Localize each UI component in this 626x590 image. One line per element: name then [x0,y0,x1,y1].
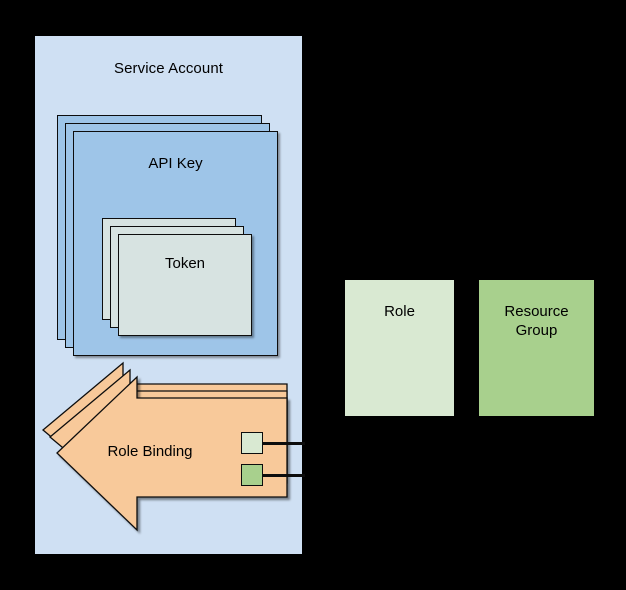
token-label: Token [164,255,206,272]
connector-resource-group [263,474,305,477]
role-ref-square[interactable] [241,432,263,454]
resource-group-ref-square[interactable] [241,464,263,486]
connector-role [263,442,305,445]
role-box-label: Role [384,303,415,320]
role-box[interactable]: Role [345,280,454,416]
role-binding-shape[interactable] [56,375,288,532]
resource-group-box[interactable]: Resource Group [479,280,594,416]
api-key-label: API Key [148,155,203,172]
service-account-title: Service Account [113,60,224,77]
token-card[interactable] [118,234,252,336]
resource-group-box-label: Resource Group [504,303,569,339]
role-binding-arrow-stack[interactable] [40,360,290,545]
